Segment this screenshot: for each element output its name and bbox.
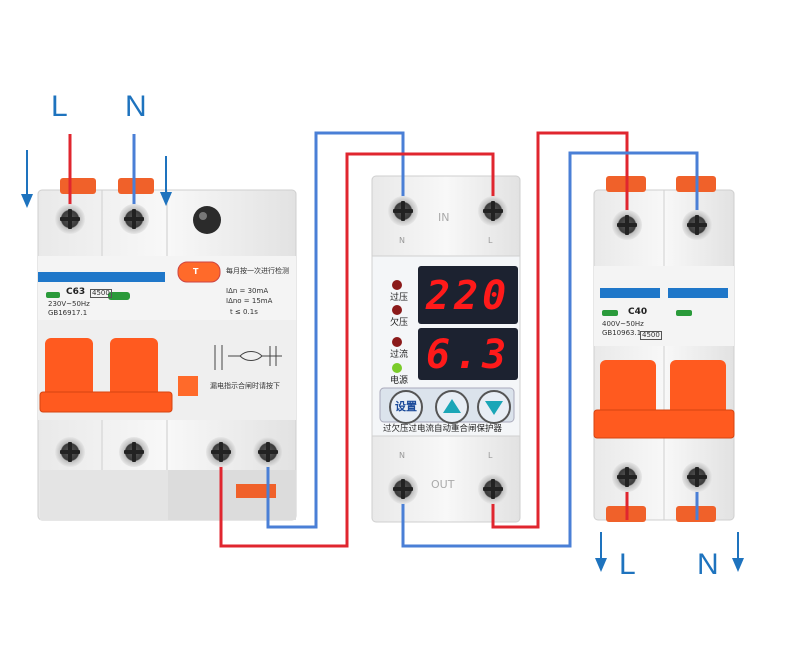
indicator-overcurrent-led bbox=[392, 337, 402, 347]
mcb-terminal-l-in[interactable] bbox=[612, 210, 642, 240]
mcb-terminal-n-out[interactable] bbox=[682, 462, 712, 492]
down-button[interactable] bbox=[477, 390, 511, 424]
rcbo-terminal-n-load[interactable] bbox=[119, 437, 149, 467]
rcbo-code: 4500 bbox=[90, 289, 112, 298]
rcbo-blue-band bbox=[38, 272, 165, 282]
protector-terminal-l-in[interactable] bbox=[478, 196, 508, 226]
mcb-standard: GB10963.1 bbox=[602, 329, 642, 337]
protector-to-mcb-neutral-wire bbox=[401, 151, 699, 548]
mcb-terminal-l-out[interactable] bbox=[612, 462, 642, 492]
indicator-undervoltage-label: 欠压 bbox=[390, 318, 409, 328]
rcbo-terminal-n-out[interactable] bbox=[253, 437, 283, 467]
arrow-down-icon bbox=[595, 558, 607, 572]
output-live-label: L bbox=[619, 548, 636, 581]
protector-terminal-n-out[interactable] bbox=[388, 474, 418, 504]
protector-to-mcb-live-wire bbox=[491, 131, 629, 529]
triangle-down-icon bbox=[485, 401, 503, 415]
rcbo-test-instruction: 每月按一次进行检测 bbox=[226, 267, 289, 275]
indicator-undervoltage-led bbox=[392, 305, 402, 315]
rcbo-reset-indicator bbox=[178, 376, 198, 396]
rcbo-terminal-l-out[interactable] bbox=[206, 437, 236, 467]
protector-description: 过欠压过电流自动重合闸保护器 bbox=[383, 424, 503, 434]
protector-terminal-l-out[interactable] bbox=[478, 474, 508, 504]
rcbo-reset-instruction: 漏电指示合闸时请按下 bbox=[210, 382, 280, 390]
mcb-status-led-l bbox=[602, 310, 618, 316]
indicator-power-led bbox=[392, 363, 402, 373]
rcbo-breaker bbox=[37, 178, 297, 521]
rcbo-terminal-n-in[interactable] bbox=[119, 204, 149, 234]
protector-terminal-l-bottom: L bbox=[488, 451, 493, 460]
triangle-up-icon bbox=[443, 399, 461, 413]
rcbo-spec-trip-current: IΔn = 30mA bbox=[226, 287, 269, 295]
indicator-overvoltage-led bbox=[392, 280, 402, 290]
display-voltage-panel bbox=[418, 266, 518, 324]
mcb-model: C40 bbox=[628, 307, 648, 317]
rcbo-top-clip-n bbox=[118, 178, 154, 194]
set-button[interactable]: 设置 bbox=[389, 390, 423, 424]
mcb-terminal-n-in[interactable] bbox=[682, 210, 712, 240]
protector-terminal-n-bottom: N bbox=[399, 451, 405, 460]
arrow-down-icon bbox=[160, 192, 172, 206]
supply-live-label: L bbox=[51, 90, 68, 123]
rcbo-model: C63 bbox=[66, 287, 86, 297]
rcbo-test-button-label: T bbox=[193, 267, 199, 276]
rcbo-spec-no-trip-current: IΔno = 15mA bbox=[226, 297, 273, 305]
protector-terminal-n-top: N bbox=[399, 236, 405, 245]
rcbo-status-led bbox=[108, 292, 130, 300]
mcb-blue-band bbox=[600, 288, 660, 298]
mcb-rating: 400V~50Hz bbox=[602, 320, 644, 328]
rcbo-spec-time: t ≤ 0.1s bbox=[230, 308, 258, 316]
rcbo-label-panel bbox=[38, 256, 296, 320]
flow-arrows bbox=[21, 150, 744, 572]
protector-bottom-label: OUT bbox=[431, 478, 455, 491]
arrow-down-icon bbox=[21, 194, 33, 208]
rcbo-base-left bbox=[40, 470, 168, 520]
rcbo-terminal-l-in[interactable] bbox=[55, 204, 85, 234]
rcbo-toggle-handle[interactable] bbox=[39, 338, 173, 413]
rcbo-rating: 230V~50Hz bbox=[48, 300, 90, 308]
rcbo-to-protector-neutral-wire bbox=[266, 131, 405, 529]
display-current-value: 6.3 bbox=[426, 332, 511, 378]
mcb-status-led-n bbox=[676, 310, 692, 316]
display-voltage-value: 220 bbox=[426, 273, 511, 319]
rcbo-bottom-clip bbox=[236, 484, 276, 498]
rcbo-standard: GB16917.1 bbox=[48, 309, 88, 317]
indicator-overvoltage-label: 过压 bbox=[390, 293, 409, 303]
rcbo-to-protector-live-wire bbox=[219, 152, 495, 548]
up-button[interactable] bbox=[435, 390, 469, 424]
rcbo-indicator-window bbox=[193, 206, 221, 234]
rcbo-test-button[interactable] bbox=[177, 261, 221, 283]
mcb-code: 4500 bbox=[640, 331, 662, 340]
protector-terminal-l-top: L bbox=[488, 236, 493, 245]
output-neutral-label: N bbox=[697, 548, 719, 581]
mcb-toggle-handle[interactable] bbox=[593, 360, 735, 439]
rcbo-circuit-symbol bbox=[214, 345, 282, 370]
rcbo-top-clip-l bbox=[60, 178, 96, 194]
rcbo-base-right bbox=[168, 470, 296, 520]
protector-terminal-n-in[interactable] bbox=[388, 196, 418, 226]
rcbo-terminal-l-load[interactable] bbox=[55, 437, 85, 467]
display-current-panel bbox=[418, 328, 518, 380]
protector-top-label: IN bbox=[438, 211, 450, 224]
supply-neutral-label: N bbox=[125, 90, 147, 123]
indicator-power-label: 电源 bbox=[390, 376, 409, 386]
indicator-overcurrent-label: 过流 bbox=[390, 350, 409, 360]
arrow-down-icon bbox=[732, 558, 744, 572]
